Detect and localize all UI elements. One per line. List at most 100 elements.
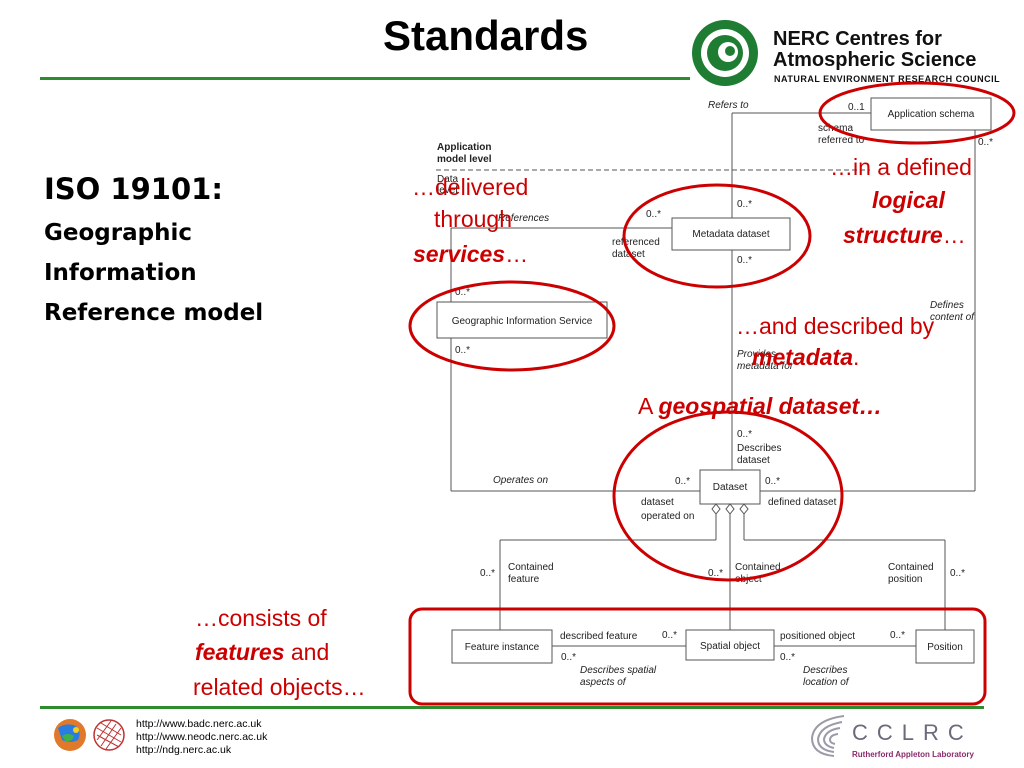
highlight-metadata-dataset (622, 183, 812, 289)
cclrc-name: CCLRC (852, 720, 973, 745)
cclrc-swirl-icon (810, 715, 845, 757)
data-level-label-1: Data (437, 174, 459, 185)
url-link[interactable]: http://www.badc.nerc.ac.uk (136, 718, 262, 730)
mult-label: 0..* (708, 568, 723, 579)
callout-features-line1: …consists of (195, 605, 327, 631)
grid-globe-icon (93, 719, 125, 751)
contained-feature-label-1: Contained (508, 562, 554, 573)
callout-geospatial-dataset: A geospatial dataset… (638, 393, 883, 419)
app-level-label-1: Application (437, 142, 491, 153)
mult-label: 0..* (455, 345, 470, 356)
iso-line-information: Information (44, 260, 197, 286)
cclrc-logo: CCLRC Rutherford Appleton Laboratory (804, 712, 994, 764)
mult-label: 0..* (950, 568, 965, 579)
callout-logical-line2: logical (872, 187, 945, 213)
nerc-logo: NERC Centres for Atmospheric Science NAT… (688, 18, 1008, 88)
contained-position-label-1: Contained (888, 562, 934, 573)
nerc-logo-line1: NERC Centres for (773, 28, 942, 50)
positioned-object-label: positioned object (780, 631, 855, 642)
desc-spatial-label-1: Describes spatial (580, 665, 657, 676)
contained-position-label-2: position (888, 574, 922, 585)
dataset-operated-label-1: dataset (641, 497, 674, 508)
mult-label: 0..* (480, 568, 495, 579)
spatial-object-box (685, 629, 775, 661)
defines-label-1: Defines (930, 300, 964, 311)
app-level-label-2: model level (437, 154, 492, 165)
mult-label: 0..* (978, 137, 993, 148)
mult-label: 0..* (675, 476, 690, 487)
application-schema-label: Application schema (888, 109, 975, 120)
mult-label: 0..* (561, 652, 576, 663)
footer-urls: http://www.badc.nerc.ac.uk http://www.ne… (136, 718, 267, 757)
references-label: References (498, 213, 549, 224)
nerc-logo-line2: Atmospheric Science (773, 49, 977, 71)
describes-label-1: Describes (737, 443, 781, 454)
aggregation-diamond (739, 503, 749, 515)
footer-divider (40, 706, 984, 709)
mult-label: 0..* (765, 476, 780, 487)
refers-to-label: Refers to (708, 100, 749, 111)
title-divider (40, 77, 690, 80)
globe-icon (54, 719, 86, 751)
highlight-application-schema (818, 81, 1016, 145)
provides-label-2: metadata for (737, 361, 794, 372)
aggregation-diamond (725, 503, 735, 515)
iso-heading: ISO 19101: (44, 172, 223, 206)
dataset-label: Dataset (713, 482, 748, 493)
callout-delivered-line2: through (434, 206, 513, 232)
describes-label-2: dataset (737, 455, 770, 466)
contained-object-label-1: Contained (735, 562, 781, 573)
operates-on-label: Operates on (493, 475, 548, 486)
nerc-swirl-icon (692, 20, 758, 86)
desc-spatial-label-2: aspects of (580, 677, 627, 688)
spatial-object-label: Spatial object (700, 641, 760, 652)
mult-label: 0..* (780, 652, 795, 663)
feature-instance-box (451, 629, 553, 664)
mult-label: 0..* (737, 199, 752, 210)
provides-label-1: Provides (737, 349, 776, 360)
data-level-label-2: level (437, 185, 458, 196)
callout-logical-line1: …in a defined (830, 154, 972, 180)
url-link[interactable]: http://www.neodc.nerc.ac.uk (136, 731, 268, 743)
highlight-features (408, 607, 987, 706)
schema-ref-label-2: referred to (818, 135, 865, 146)
iso-line-reference-model: Reference model (44, 300, 264, 326)
cclrc-subtitle: Rutherford Appleton Laboratory (852, 750, 974, 759)
defines-label-2: content of (930, 312, 975, 323)
referenced-label-1: referenced (612, 237, 660, 248)
mult-label: 0..* (737, 429, 752, 440)
mult-label: 0..1 (848, 102, 865, 113)
position-label: Position (927, 642, 963, 653)
url-link[interactable]: http://ndg.nerc.ac.uk (136, 744, 232, 756)
callout-logical-line3: structure… (843, 222, 966, 248)
callout-features-line2: features and (195, 639, 330, 665)
metadata-dataset-box (671, 217, 791, 251)
contained-feature-label-2: feature (508, 574, 540, 585)
aggregation-diamond (711, 503, 721, 515)
callout-features-line3: related objects… (193, 674, 366, 700)
callout-metadata-line2: metadata. (752, 344, 860, 370)
mult-label: 0..* (455, 287, 470, 298)
described-feature-label: described feature (560, 631, 638, 642)
dataset-operated-label-2: operated on (641, 511, 694, 522)
iso-line-geographic: Geographic (44, 220, 192, 246)
application-schema-box (870, 97, 992, 131)
mult-label: 0..* (646, 209, 661, 220)
gis-box (436, 301, 608, 339)
dataset-box (699, 469, 761, 505)
mult-label: 0..* (737, 255, 752, 266)
desc-location-label-1: Describes (803, 665, 847, 676)
metadata-dataset-label: Metadata dataset (692, 229, 769, 240)
desc-location-label-2: location of (803, 677, 850, 688)
gis-label: Geographic Information Service (452, 316, 593, 327)
callout-metadata-line1: …and described by (736, 313, 935, 339)
callout-delivered-line1: …delivered (412, 174, 529, 200)
defined-dataset-label: defined dataset (768, 497, 837, 508)
mult-label: 0..* (890, 630, 905, 641)
highlight-gis (408, 280, 616, 372)
position-box (915, 629, 975, 664)
mult-label: 0..* (662, 630, 677, 641)
highlight-dataset (612, 410, 844, 582)
callout-delivered-line3: services… (413, 241, 529, 267)
